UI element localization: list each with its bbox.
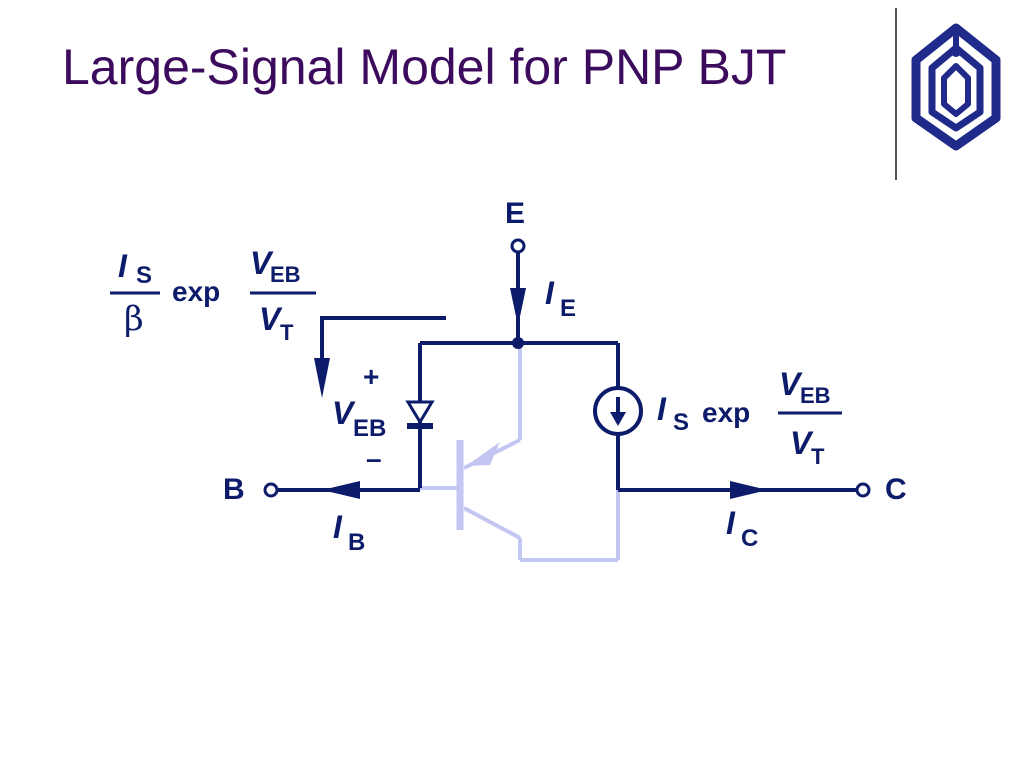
collector-current-arrow	[730, 481, 768, 499]
emitter-label: E	[505, 197, 525, 230]
circuit-wires	[276, 252, 858, 492]
base-current-arrow	[322, 481, 360, 499]
base-current-label: I	[333, 509, 343, 545]
base-expr-vt-subscript: T	[280, 320, 294, 345]
base-expr-beta: β	[124, 299, 144, 339]
university-logo	[911, 23, 1001, 151]
base-current-subscript: B	[348, 529, 365, 556]
emitter-junction-dot	[512, 337, 524, 349]
diode-voltage-subscript: EB	[353, 415, 386, 442]
base-expr-exp: exp	[172, 276, 220, 307]
diode-voltage-symbol: V	[332, 395, 356, 431]
emitter-current-subscript: E	[560, 295, 576, 322]
collector-label: C	[885, 473, 907, 506]
slide-title: Large-Signal Model for PNP BJT	[62, 39, 787, 95]
base-expr-is-symbol: I	[118, 248, 128, 284]
collector-expr-is-symbol: I	[657, 391, 667, 427]
transistor-ghost	[420, 345, 620, 562]
collector-current-subscript: C	[741, 525, 758, 552]
collector-expr-vt-symbol: V	[790, 425, 814, 461]
collector-current-label: I	[726, 505, 736, 541]
base-expr-is-subscript: S	[136, 262, 152, 289]
collector-terminal	[855, 482, 871, 498]
emitter-terminal	[510, 238, 526, 254]
collector-expr-is-subscript: S	[673, 409, 689, 436]
base-expr-veb-symbol: V	[250, 245, 274, 281]
diode-icon	[405, 400, 435, 429]
collector-expr-vt-subscript: T	[811, 444, 825, 469]
base-label: B	[223, 473, 245, 506]
title-divider	[895, 8, 897, 180]
collector-expr-veb-symbol: V	[779, 366, 803, 402]
collector-expr-veb-subscript: EB	[800, 383, 831, 408]
base-terminal	[263, 482, 279, 498]
diode-voltage-minus: –	[366, 443, 382, 474]
collector-expr-exp: exp	[702, 397, 750, 428]
current-source-icon	[593, 386, 643, 436]
base-expr-veb-subscript: EB	[270, 262, 301, 287]
base-expr-vt-symbol: V	[259, 301, 283, 337]
diode-voltage-plus: +	[363, 361, 379, 392]
emitter-current-label: I	[545, 275, 555, 311]
base-source-arrow	[314, 358, 330, 398]
emitter-current-arrow	[510, 288, 526, 326]
